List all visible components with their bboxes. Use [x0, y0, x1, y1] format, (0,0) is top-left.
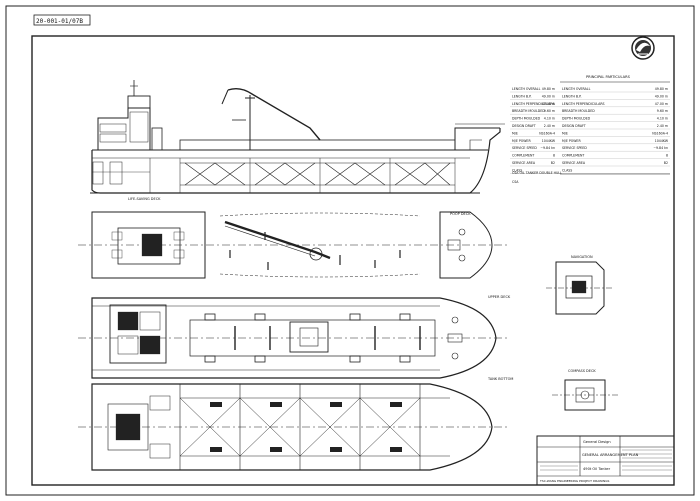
title-block-dept: General Design — [583, 440, 611, 444]
particulars-value: 49.80 m — [542, 87, 555, 91]
particulars-value: 9.60 m — [544, 109, 555, 113]
particulars-cn-label: SERVICE SPEED — [512, 146, 537, 150]
particulars-value-2: 1044KW — [655, 139, 669, 143]
particulars-value: 47.00 m — [542, 102, 555, 106]
navigation-deck-view — [546, 261, 614, 315]
particulars-cn-label: LENGTH PERPENDICULARS — [512, 102, 555, 106]
tank-bottom-plan-view — [78, 383, 508, 471]
particulars-value: B2 — [551, 161, 555, 165]
particulars-value-2: 4.10 m — [657, 117, 668, 121]
particulars-value-2: 49.00 m — [655, 94, 668, 98]
particulars-label: CLASS — [562, 168, 572, 172]
particulars-cn-label: CLASS — [512, 168, 522, 172]
company-logo — [631, 36, 655, 60]
particulars-cn-label: LENGTH OVERALL — [512, 87, 541, 91]
particulars-value: 49.00 m — [542, 94, 555, 98]
plan-title: GENERAL ARRANGEMENT PLAN — [582, 453, 639, 457]
particulars-value-2: 9.60 m — [657, 109, 668, 113]
particulars-value: ~9.84 kn — [540, 146, 555, 150]
particulars-cn-label: M/E — [512, 131, 518, 135]
particulars-label: DEPTH MOULDED — [562, 117, 591, 121]
navigation-deck-label: NAVIGATION — [571, 255, 593, 259]
particulars-value-2: 49.80 m — [655, 87, 668, 91]
particulars-label: DESIGN DRAFT — [562, 124, 586, 128]
particulars-value-2: 47.00 m — [655, 102, 668, 106]
particulars-value-2: ~9.84 kn — [653, 146, 668, 150]
title-block — [536, 435, 675, 486]
particulars-cn-label: SERVICE AREA — [512, 161, 536, 165]
upper-deck-label: UPPER DECK — [488, 295, 511, 299]
compass-deck-label: COMPASS DECK — [568, 369, 596, 373]
particulars-label: LENGTH OVERALL — [562, 87, 591, 91]
particulars-cn-label: M/E POWER — [512, 139, 531, 143]
class-note-1: CSA OIL TANKER DOUBLE HULL — [512, 171, 562, 175]
particulars-label: LENGTH PERPENDICULARS — [562, 102, 605, 106]
particulars-cn-label: COMPLEMENT — [512, 154, 534, 158]
side-view-label: LIFE-SAVING DECK — [128, 197, 161, 201]
upper-deck-plan-view — [78, 297, 508, 379]
vessel-name: 490t Oil Tanker — [583, 467, 611, 471]
particulars-value: NS160A-4 — [539, 131, 555, 135]
particulars-label: LENGTH B.P. — [562, 94, 582, 98]
particulars-value: 8 — [553, 154, 555, 158]
particulars-title: PRINCIPAL PARTICULARS — [586, 75, 631, 79]
poop-deck-plan-view — [78, 211, 508, 279]
particulars-cn-label: DESIGN DRAFT — [512, 124, 536, 128]
particulars-value-2: B2 — [664, 161, 668, 165]
particulars-label: SERVICE SPEED — [562, 146, 587, 150]
compass-deck-view — [552, 379, 618, 411]
poop-deck-label: POOP DECK — [450, 212, 471, 216]
particulars-value-2: 2.40 m — [657, 124, 668, 128]
particulars-label: COMPLEMENT — [562, 154, 584, 158]
side-elevation-view — [90, 80, 505, 194]
particulars-label: BREADTH MOULDED — [562, 109, 595, 113]
particulars-label: M/E POWER — [562, 139, 581, 143]
particulars-cn-label: LENGTH B.P. — [512, 94, 532, 98]
particulars-value-2: 8 — [666, 154, 668, 158]
particulars-cn-label: DEPTH MOULDED — [512, 117, 541, 121]
particulars-value: 1044KW — [542, 139, 556, 143]
particulars-value: 2.40 m — [544, 124, 555, 128]
drawing-number: 20-001-01/07B — [36, 18, 83, 25]
title-block-footer: TSC-WANG ENGINEERING PROJECT DRAWINGS — [539, 479, 610, 483]
class-note-2: CSA — [512, 180, 519, 184]
particulars-cn-label: BREADTH MOULDED — [512, 109, 545, 113]
inner-border — [31, 35, 675, 486]
outer-border — [5, 5, 695, 496]
particulars-label: M/E — [562, 131, 568, 135]
particulars-value: 4.10 m — [544, 117, 555, 121]
drawing-number-box — [33, 14, 91, 26]
particulars-value-2: NS160A-4 — [652, 131, 668, 135]
tank-bottom-label: TANK BOTTOM — [487, 377, 513, 381]
particulars-label: SERVICE AREA — [562, 161, 586, 165]
